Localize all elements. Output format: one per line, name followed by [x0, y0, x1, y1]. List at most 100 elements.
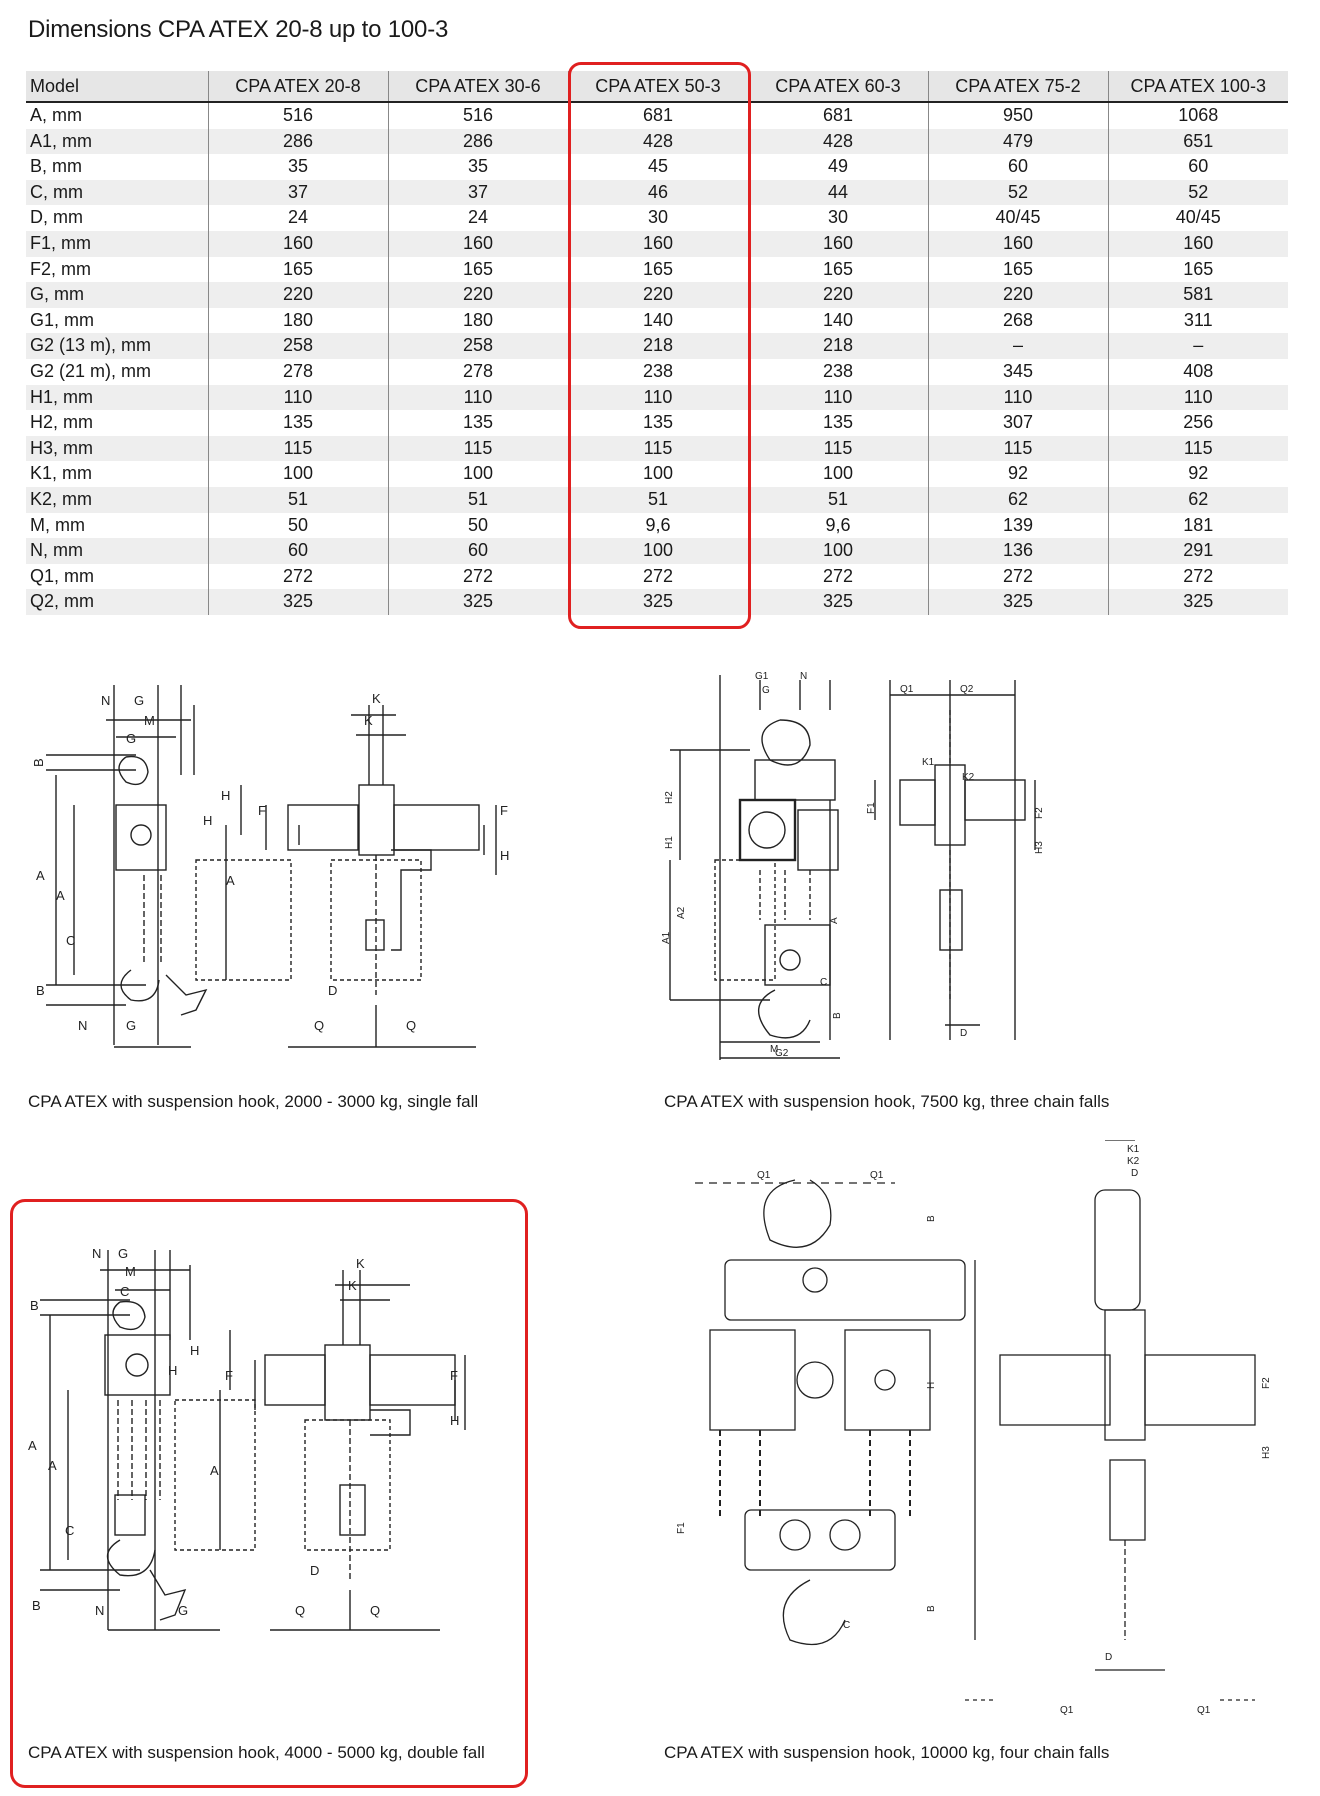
column-header: CPA ATEX 50-3 — [567, 71, 748, 103]
table-cell: 40/45 — [927, 205, 1108, 231]
table-cell: 30 — [567, 205, 748, 231]
svg-text:A: A — [210, 1463, 219, 1478]
svg-text:D: D — [960, 1028, 967, 1039]
table-cell: 110 — [567, 384, 748, 411]
table-cell: 100 — [207, 461, 388, 487]
table-cell: 9,6 — [567, 512, 748, 539]
table-cell: 60 — [927, 154, 1108, 180]
svg-text:M: M — [144, 713, 155, 728]
table-header-row: Model CPA ATEX 20-8 CPA ATEX 30-6 CPA AT… — [26, 71, 1288, 103]
svg-text:C: C — [843, 1620, 850, 1631]
table-cell: 40/45 — [1107, 205, 1288, 231]
table-cell: 220 — [567, 282, 748, 308]
table-cell: 44 — [747, 179, 928, 206]
table-cell: 256 — [1107, 410, 1288, 436]
table-cell: 100 — [747, 461, 928, 487]
row-label: G1, mm — [26, 307, 208, 334]
table-cell: 272 — [567, 563, 748, 590]
table-cell: 272 — [927, 563, 1108, 590]
table-cell: 272 — [387, 563, 568, 590]
table-cell: 60 — [387, 538, 568, 564]
svg-text:F2: F2 — [1261, 1377, 1272, 1389]
table-cell: 140 — [567, 307, 748, 334]
table-cell: 160 — [207, 230, 388, 257]
table-cell: 428 — [567, 128, 748, 155]
table-cell: 325 — [927, 589, 1108, 615]
svg-text:F1: F1 — [676, 1522, 687, 1534]
table-cell: 115 — [747, 435, 928, 462]
table-cell: 345 — [927, 358, 1108, 385]
table-cell: 24 — [207, 205, 388, 231]
row-label: K1, mm — [26, 461, 208, 487]
table-cell: 115 — [1107, 435, 1288, 462]
table-cell: 49 — [747, 154, 928, 180]
table-cell: 581 — [1107, 282, 1288, 308]
svg-text:Q1: Q1 — [1060, 1705, 1074, 1716]
table-cell: 258 — [387, 333, 568, 359]
svg-text:A: A — [36, 868, 45, 883]
table-cell: 180 — [387, 307, 568, 334]
svg-text:N: N — [95, 1603, 104, 1618]
table-cell: 165 — [567, 256, 748, 283]
caption-four-chain-falls: CPA ATEX with suspension hook, 10000 kg,… — [664, 1743, 1110, 1762]
table-cell: 180 — [207, 307, 388, 334]
table-cell: 160 — [927, 230, 1108, 257]
table-cell: 325 — [567, 589, 748, 615]
svg-text:B: B — [36, 983, 45, 998]
highlight-panel-double-fall — [10, 1199, 528, 1788]
table-cell: 135 — [387, 410, 568, 436]
svg-text:K2: K2 — [962, 772, 975, 783]
row-label: A, mm — [26, 102, 208, 129]
table-cell: 52 — [1107, 179, 1288, 206]
table-cell: 165 — [387, 256, 568, 283]
row-label: M, mm — [26, 512, 208, 539]
table-cell: 110 — [387, 384, 568, 411]
column-header: CPA ATEX 75-2 — [927, 71, 1108, 103]
svg-text:B: B — [832, 1012, 843, 1019]
table-cell: 51 — [387, 486, 568, 513]
row-label: C, mm — [26, 179, 208, 206]
svg-text:D: D — [1105, 1652, 1112, 1663]
table-cell: 110 — [927, 384, 1108, 411]
svg-text:D: D — [328, 983, 337, 998]
page-title: Dimensions CPA ATEX 20-8 up to 100-3 — [28, 16, 449, 43]
row-label: B, mm — [26, 154, 208, 180]
table-cell: 62 — [927, 486, 1108, 513]
svg-text:F: F — [450, 1368, 458, 1383]
svg-text:N: N — [101, 693, 110, 708]
column-header: CPA ATEX 100-3 — [1107, 71, 1288, 103]
svg-text:K: K — [356, 1256, 365, 1271]
svg-text:A2: A2 — [676, 906, 687, 919]
table-cell: 135 — [207, 410, 388, 436]
table-cell: 45 — [567, 154, 748, 180]
table-cell: 115 — [387, 435, 568, 462]
svg-text:Q1: Q1 — [870, 1170, 884, 1181]
svg-text:Q2: Q2 — [960, 684, 974, 695]
table-cell: 516 — [387, 102, 568, 129]
svg-text:H: H — [221, 788, 230, 803]
table-cell: 46 — [567, 179, 748, 206]
svg-text:B: B — [926, 1215, 937, 1222]
table-cell: 135 — [567, 410, 748, 436]
svg-text:K: K — [348, 1278, 357, 1293]
table-cell: 220 — [207, 282, 388, 308]
svg-text:G2: G2 — [775, 1048, 789, 1059]
svg-text:G: G — [118, 1246, 128, 1261]
svg-text:B: B — [926, 1605, 937, 1612]
table-cell: 140 — [747, 307, 928, 334]
table-cell: 325 — [387, 589, 568, 615]
table-cell: 139 — [927, 512, 1108, 539]
svg-text:A: A — [48, 1458, 57, 1473]
